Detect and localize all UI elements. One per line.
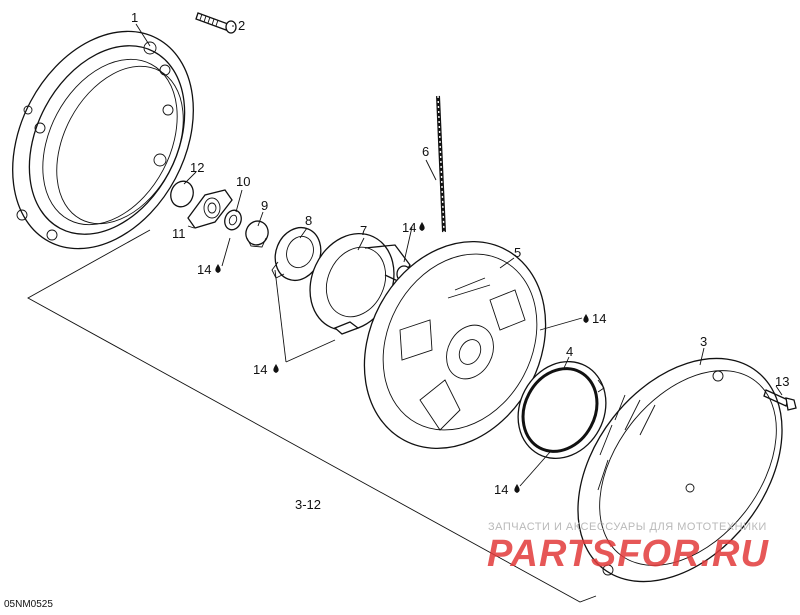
callout-5: 5: [514, 245, 521, 260]
callout-14-a: 14: [402, 220, 416, 235]
oil-drop-icon: [419, 222, 425, 231]
callouts: 1 2 12 10 9 8 7 6 5 4 3 13 11 14 14 14 1…: [131, 10, 789, 512]
callout-1: 1: [131, 10, 138, 25]
oil-drop-icon: [583, 314, 589, 323]
oil-drop-icon: [273, 364, 279, 373]
callout-3: 3: [700, 334, 707, 349]
part-12-disc: [170, 180, 194, 208]
callout-14-c: 14: [253, 362, 267, 377]
part-10-washer: [224, 209, 242, 231]
callout-9: 9: [261, 198, 268, 213]
callout-11: 11: [172, 226, 186, 241]
callout-13: 13: [775, 374, 789, 389]
oil-drop-icon: [215, 264, 221, 273]
callout-12: 12: [190, 160, 204, 175]
part-9-bushing: [245, 220, 269, 248]
part-8-ratchet: [271, 226, 322, 282]
part-13-bolt: [763, 389, 797, 411]
callout-14-b: 14: [197, 262, 211, 277]
part-3-outer-cover: [577, 357, 783, 583]
callout-14-d: 14: [592, 311, 606, 326]
callout-2: 2: [238, 18, 245, 33]
watermark-tagline: ЗАПЧАСТИ И АКСЕССУАРЫ ДЛЯ МОТОТЕХНИКИ: [488, 521, 767, 533]
callout-6: 6: [422, 144, 429, 159]
callout-7: 7: [360, 223, 367, 238]
oil-drop-icons: [215, 222, 589, 493]
callout-4: 4: [566, 344, 573, 359]
callout-14-e: 14: [494, 482, 508, 497]
part-11-bushing-plate: [187, 189, 233, 229]
callout-3-12: 3-12: [295, 497, 321, 512]
part-1-housing-ring: [12, 30, 194, 250]
part-6-rope: [436, 95, 446, 233]
part-2-screw: [195, 12, 237, 34]
watermark-logo: PARTSFOR.RU: [487, 533, 769, 575]
callout-8: 8: [305, 213, 312, 228]
callout-10: 10: [236, 174, 250, 189]
diagram-reference-code: 05NM0525: [4, 599, 53, 610]
part-4-spring: [517, 360, 607, 460]
assembly-outline-3-12: [27, 229, 597, 603]
oil-drop-icon: [514, 484, 520, 493]
leader-lines: [135, 23, 783, 487]
